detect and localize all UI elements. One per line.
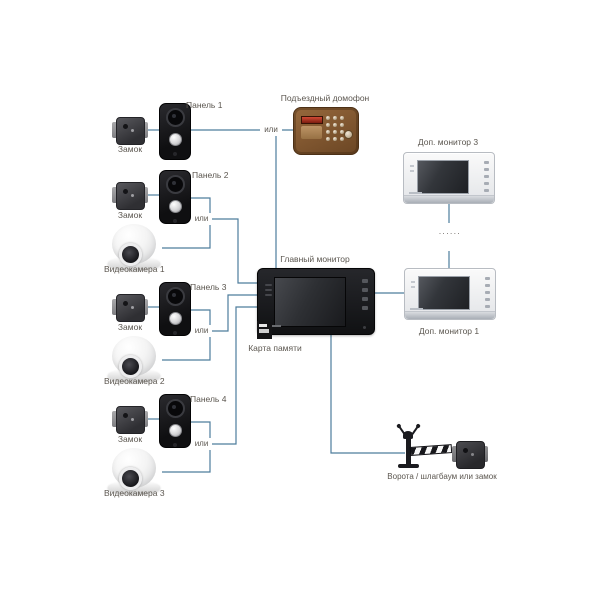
or-label-panel3: или [191, 325, 212, 337]
barrier-cap [403, 431, 413, 439]
monitor-buttons [362, 279, 368, 310]
dome-camera-2-icon [106, 336, 162, 382]
main-monitor-label: Главный монитор [280, 254, 350, 264]
monitor-bottom-trim [404, 195, 494, 203]
panel-3-label: Панель 3 [190, 282, 227, 292]
lock-4-label: Замок [117, 434, 143, 444]
intercom-call-button-icon [344, 130, 353, 139]
barrier-base [398, 464, 419, 468]
camera-3-label: Видеокамера 3 [104, 488, 165, 498]
monitor-1-label: Доп. монитор 1 [418, 326, 480, 336]
or-label-panel4: или [191, 438, 212, 450]
camera-1-label: Видеокамера 1 [104, 264, 165, 274]
lock-4-icon [112, 406, 148, 434]
monitor-screen [417, 160, 469, 194]
brand-mark [266, 325, 281, 327]
dome-camera-1-icon [106, 224, 162, 270]
panel-call-button-icon [168, 133, 182, 146]
additional-monitor-3-icon [403, 152, 495, 204]
gate-label: Ворота / шлагбаум или замок [387, 472, 497, 481]
connector [210, 306, 257, 445]
lock-1-label: Замок [117, 144, 143, 154]
door-panel-2-icon [159, 170, 191, 224]
brand-mark [409, 192, 422, 194]
entrance-intercom-icon [293, 107, 359, 155]
additional-monitor-1-icon [404, 268, 496, 320]
lock-2-icon [112, 182, 148, 210]
connector [210, 294, 257, 332]
door-panel-3-icon [159, 282, 191, 336]
monitor-mic-icon [363, 326, 366, 329]
panel-1-label: Панель 1 [186, 100, 223, 110]
intercom-nameplate [301, 126, 322, 139]
or-label-panel2: или [191, 213, 212, 225]
monitor-speaker-icon [410, 165, 414, 167]
main-monitor-icon [257, 268, 375, 335]
barrier-icon [395, 426, 457, 472]
lock-body [116, 117, 145, 145]
barrier-arm-icon [409, 444, 453, 456]
intercom-label: Подъездный домофон [280, 93, 370, 103]
door-panel-4-icon [159, 394, 191, 448]
lock-3-icon [112, 294, 148, 322]
camera-2-label: Видеокамера 2 [104, 376, 165, 386]
camera-lens-icon [119, 243, 142, 266]
intercom-keypad [326, 116, 345, 142]
memory-card-label: Карта памяти [248, 343, 302, 353]
continuation-dots: ...... [438, 227, 462, 236]
lock-3-label: Замок [117, 322, 143, 332]
memory-card-icon [257, 321, 272, 339]
connector [330, 333, 405, 454]
door-panel-1-icon [159, 103, 191, 160]
dome-camera-3-icon [106, 448, 162, 494]
or-label-top: или [260, 124, 282, 136]
lock-1-icon [112, 117, 148, 145]
intercom-display [301, 116, 323, 124]
monitor-speaker-icon [265, 281, 272, 299]
monitor-3-label: Доп. монитор 3 [417, 137, 479, 147]
panel-4-label: Панель 4 [190, 394, 227, 404]
main-monitor-screen [274, 277, 346, 327]
monitor-buttons [484, 161, 489, 192]
panel-camera-lens-icon [165, 108, 185, 127]
lock-2-label: Замок [117, 210, 143, 220]
panel-mic-icon [173, 152, 177, 156]
gate-lock-icon [452, 441, 488, 469]
panel-2-label: Панель 2 [192, 170, 229, 180]
connector [210, 218, 257, 284]
barrier-post [406, 436, 411, 466]
